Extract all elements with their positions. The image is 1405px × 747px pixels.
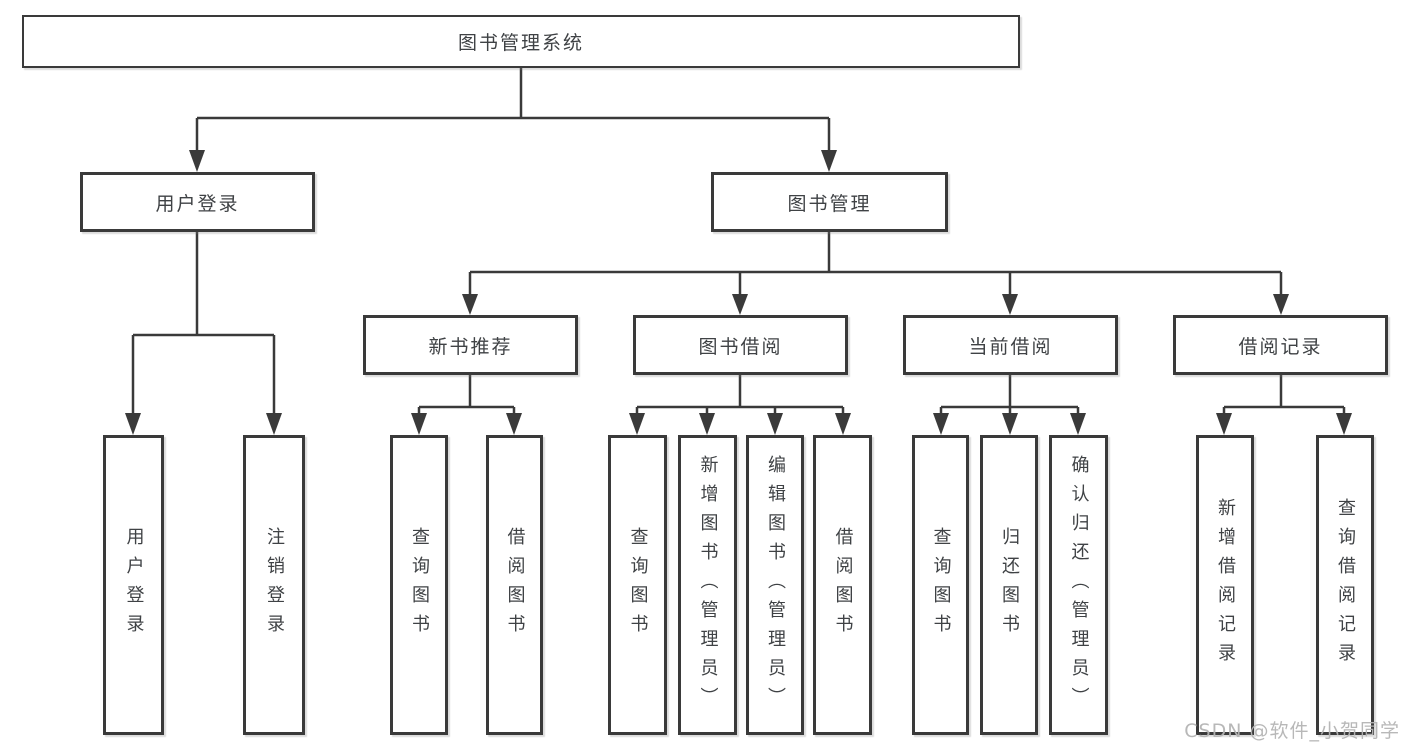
node-label: 查询图书 (409, 527, 430, 643)
node-label: 图书管理 (787, 192, 872, 215)
node-label: 图书管理系统 (457, 32, 584, 54)
node-current-borrow: 当前借阅 (903, 315, 1118, 375)
leaf-query-books-borrow: 查询图书 (608, 435, 667, 735)
leaf-confirm-return-admin: 确认归还（管理员） (1049, 435, 1108, 735)
leaf-return-books: 归还图书 (980, 435, 1038, 735)
node-label: 借阅图书 (832, 527, 854, 643)
node-label: 新书推荐 (428, 335, 513, 358)
node-book-borrow: 图书借阅 (633, 315, 848, 375)
node-label: 图书借阅 (698, 335, 783, 358)
node-label: 借阅图书 (504, 527, 526, 643)
leaf-borrow-books-recommend: 借阅图书 (486, 435, 543, 735)
leaf-query-books-current: 查询图书 (912, 435, 969, 735)
node-user-login: 用户登录 (80, 172, 315, 232)
node-label: 编辑图书（管理员） (765, 454, 786, 716)
leaf-add-borrow-record: 新增借阅记录 (1196, 435, 1254, 735)
node-label: 用户登录 (155, 192, 240, 215)
leaf-user-login: 用户登录 (103, 435, 164, 735)
node-label: 查询图书 (627, 527, 649, 643)
node-book-management: 图书管理 (711, 172, 948, 232)
node-label: 用户登录 (123, 527, 145, 643)
node-label: 查询图书 (930, 527, 952, 643)
csdn-watermark: CSDN @软件_小贺同学 (1184, 720, 1400, 742)
leaf-logout: 注销登录 (243, 435, 305, 735)
node-label: 新增图书（管理员） (697, 454, 719, 716)
node-new-book-recommend: 新书推荐 (363, 315, 578, 375)
node-label: 新增借阅记录 (1215, 498, 1236, 672)
leaf-borrow-books: 借阅图书 (813, 435, 872, 735)
node-root-system: 图书管理系统 (22, 15, 1020, 68)
leaf-query-books-recommend: 查询图书 (390, 435, 448, 735)
node-label: 查询借阅记录 (1335, 498, 1356, 672)
leaf-edit-books-admin: 编辑图书（管理员） (746, 435, 804, 735)
node-borrow-records: 借阅记录 (1173, 315, 1388, 375)
node-label: 注销登录 (264, 527, 285, 643)
node-label: 借阅记录 (1238, 335, 1323, 358)
node-label: 归还图书 (999, 527, 1020, 643)
leaf-add-books-admin: 新增图书（管理员） (678, 435, 737, 735)
node-label: 当前借阅 (968, 335, 1053, 358)
leaf-query-borrow-record: 查询借阅记录 (1316, 435, 1374, 735)
node-label: 确认归还（管理员） (1068, 454, 1090, 716)
